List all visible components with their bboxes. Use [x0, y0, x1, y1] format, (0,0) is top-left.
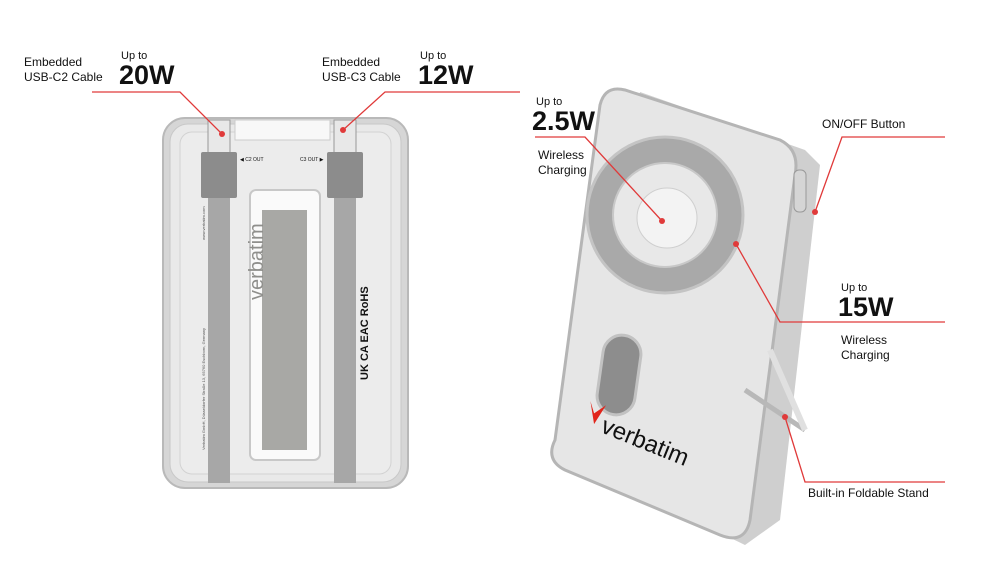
- website-text: www.verbatim.com: [201, 206, 206, 240]
- stand-panel: [262, 210, 307, 450]
- power-bank-front-view: verbatim: [550, 87, 820, 545]
- wireless-small-label-2: Charging: [538, 163, 587, 177]
- c3-wattage: 12W: [418, 60, 474, 90]
- callout-dots: [219, 127, 818, 420]
- alignment-notch: [595, 333, 643, 417]
- c3-upto: Up to: [420, 50, 447, 62]
- wireless-main-upto: Up to: [841, 282, 868, 294]
- c2-upto: Up to: [121, 50, 148, 62]
- stand-leg: [743, 387, 807, 433]
- wireless-small-wattage: 2.5W: [532, 106, 596, 136]
- power-bank-back-view: [162, 117, 409, 489]
- c3-cable-label-2: USB-C3 Cable: [322, 70, 401, 84]
- c2-wattage: 20W: [119, 60, 175, 90]
- c3-cable: [327, 119, 363, 483]
- c2-cable-label-2: USB-C2 Cable: [24, 70, 103, 84]
- on-off-button: [793, 169, 807, 213]
- address-text: Verbatim GmbH, Düsseldorfer Straße 13, 6…: [201, 327, 206, 450]
- wireless-small-label-1: Wireless: [538, 148, 585, 162]
- wireless-main-label-1: Wireless: [841, 333, 888, 347]
- stand-label: Built-in Foldable Stand: [808, 486, 929, 500]
- back-logo: verbatim: [246, 223, 268, 300]
- port-c3-label: C3 OUT ▶: [300, 157, 324, 163]
- c2-cable: [201, 119, 237, 483]
- port-c2-label: ◀ C2 OUT: [240, 157, 264, 163]
- on-off-button-label: ON/OFF Button: [822, 117, 906, 131]
- wireless-main-label-2: Charging: [841, 348, 890, 362]
- wireless-main-wattage: 15W: [838, 292, 894, 322]
- callout-lines: [92, 91, 945, 483]
- c3-cable-label-1: Embedded: [322, 55, 381, 69]
- wireless-small-upto: Up to: [536, 96, 563, 108]
- c2-cable-label-1: Embedded: [24, 55, 83, 69]
- cert-marks: UK CA EAC RoHS: [359, 286, 371, 380]
